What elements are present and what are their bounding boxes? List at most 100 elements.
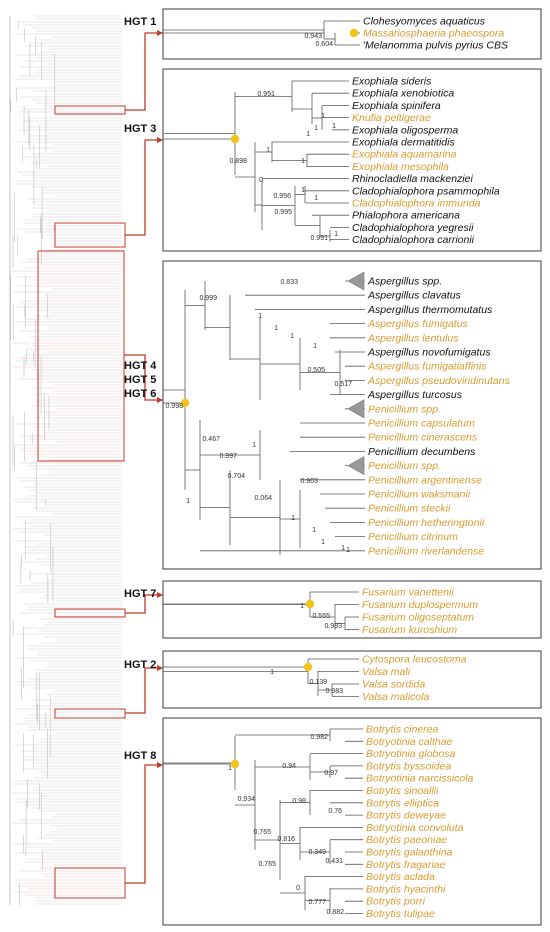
taxon-label: Penicillium capsulatum xyxy=(368,418,475,430)
taxon-label: Penicillium cinerascens xyxy=(368,432,478,444)
support-value: 0.998 xyxy=(165,403,183,410)
taxon-label: Penicillium hetheringtonii xyxy=(368,517,485,529)
taxon-label: Cladophialophora yegresii xyxy=(352,222,474,234)
collapsed-clade-triangle xyxy=(347,399,365,419)
support-value: 0 xyxy=(296,885,300,892)
support-value: 1 xyxy=(301,187,305,194)
support-value: 0.995 xyxy=(274,209,292,216)
panel-hgt8 xyxy=(162,717,542,926)
support-value: 0.765 xyxy=(253,829,271,836)
taxon-label: Clohesyomyces aquaticus xyxy=(363,16,486,28)
taxon-label: Fusarium kuroshium xyxy=(362,624,457,636)
support-value: 0.982 xyxy=(310,734,328,741)
hgt1-label: HGT 1 xyxy=(124,16,156,28)
support-value: 0.555 xyxy=(312,613,330,620)
collapsed-clade-triangle xyxy=(347,456,365,476)
connector-hgt8 xyxy=(125,762,163,884)
taxon-label: Valsa sordida xyxy=(362,679,425,691)
taxon-label: Penicillium spp. xyxy=(368,403,441,415)
taxon-label: Aspergillus spp. xyxy=(367,276,442,288)
support-value: 0.765 xyxy=(258,861,276,868)
taxon-label: Aspergillus fumigatiaffinis xyxy=(367,361,487,373)
taxon-label: Massariosphaeria phaeospora xyxy=(363,28,504,40)
taxon-label: Botrytis cinerea xyxy=(366,724,439,736)
support-value: 0.997 xyxy=(219,453,237,460)
support-value: 0.943 xyxy=(304,33,322,40)
taxon-label: Phialophora americana xyxy=(352,210,460,222)
taxon-label: Cladophialophora carrionii xyxy=(352,234,475,246)
taxon-label: Aspergillus clavatus xyxy=(367,290,462,302)
connector-hgt2 xyxy=(125,665,163,714)
support-value: 0.517 xyxy=(334,381,352,388)
support-value: 1 xyxy=(291,515,295,522)
taxon-label: Penicillium citrinum xyxy=(368,531,458,543)
taxon-label: Cladophialophora psammophila xyxy=(352,185,500,197)
taxon-label: Botrytis galanthina xyxy=(366,847,453,859)
taxon-label: Penicillium argentinense xyxy=(368,474,482,486)
taxon-label: Botryotinia narcissicola xyxy=(366,773,474,785)
support-value: 0.991 xyxy=(310,235,328,242)
support-value: 1 xyxy=(346,547,350,554)
support-value: 0.816 xyxy=(277,836,295,843)
taxon-label: Exophiala oligosperma xyxy=(352,124,458,136)
connector-hgt7 xyxy=(125,592,163,614)
support-value: 0.604 xyxy=(315,41,333,48)
highlight-box-hgt2 xyxy=(54,708,126,719)
support-value: 0.951 xyxy=(257,91,275,98)
hgt4-label: HGT 4 xyxy=(124,360,157,372)
overview-species-tree xyxy=(9,15,122,905)
support-value: 1 xyxy=(270,669,274,676)
support-value: 1 xyxy=(334,231,338,238)
support-value: 0 xyxy=(259,177,263,184)
taxon-label: Botryotinia globosa xyxy=(366,748,455,760)
hgt5-label: HGT 5 xyxy=(124,374,156,386)
support-value: 0.903 xyxy=(300,478,318,485)
taxon-label: Botrytis byssoidea xyxy=(366,760,451,772)
support-value: 1 xyxy=(321,113,325,120)
hgt2-label: HGT 2 xyxy=(124,659,156,671)
taxon-label: Cladophialophora immunda xyxy=(352,198,481,210)
support-value: 0.431 xyxy=(325,858,343,865)
support-value: 0.934 xyxy=(237,796,255,803)
taxon-label: Valsa malicola xyxy=(362,691,429,703)
taxon-label: Botrytis deweyae xyxy=(366,810,446,822)
transfer-node-marker xyxy=(230,759,240,769)
support-value: 0.349 xyxy=(308,849,326,856)
connector-hgt456 xyxy=(124,354,163,403)
tree-hgt1: Clohesyomyces aquaticusMassariosphaeria … xyxy=(163,16,508,52)
taxon-label: Exophiala aquamarina xyxy=(352,149,457,161)
panel-hgt7 xyxy=(162,580,542,639)
taxon-label: Aspergillus turcosus xyxy=(367,389,463,401)
support-value: 1 xyxy=(186,498,190,505)
taxon-label: Valsa mali xyxy=(362,666,411,678)
support-value: 0.777 xyxy=(308,899,326,906)
hgt8-label: HGT 8 xyxy=(124,750,156,762)
support-value: 1 xyxy=(306,131,310,138)
support-value: 1 xyxy=(301,158,305,165)
transfer-node-marker xyxy=(303,662,313,672)
tree-hgt456: Aspergillus spp. Aspergillus clavatusAspe… xyxy=(163,271,511,557)
taxon-label: Fusarium vanettenii xyxy=(362,587,454,599)
highlight-box-hgt456 xyxy=(37,250,125,462)
highlight-box-hgt1 xyxy=(54,105,126,115)
taxon-label: Fusarium oligoseptatum xyxy=(362,612,474,624)
support-value: 0.882 xyxy=(326,909,344,916)
support-value: 1 xyxy=(258,313,262,320)
taxon-label: Botrytis hyacinthi xyxy=(366,883,446,895)
taxon-label: Aspergillus pseudoviridinutans xyxy=(367,375,511,387)
taxon-label: Penicillium steckii xyxy=(368,503,451,515)
taxon-label: Aspergillus novofumigatus xyxy=(367,347,491,359)
taxon-label: Botrytis sinoallii xyxy=(366,785,439,797)
support-value: 1 xyxy=(300,603,304,610)
taxon-label: Knufia peltigerae xyxy=(352,112,431,124)
support-value: 0.97 xyxy=(324,770,338,777)
transfer-node-marker xyxy=(305,599,315,609)
taxon-label: Aspergillus thermomutatus xyxy=(367,304,493,316)
taxon-label: Penicillium riverlandense xyxy=(368,545,484,557)
taxon-label: Penicillium spp. xyxy=(368,460,441,472)
taxon-label: 'Melanomma pulvis pyrius CBS xyxy=(363,40,508,52)
panel-hgt456 xyxy=(162,260,542,570)
